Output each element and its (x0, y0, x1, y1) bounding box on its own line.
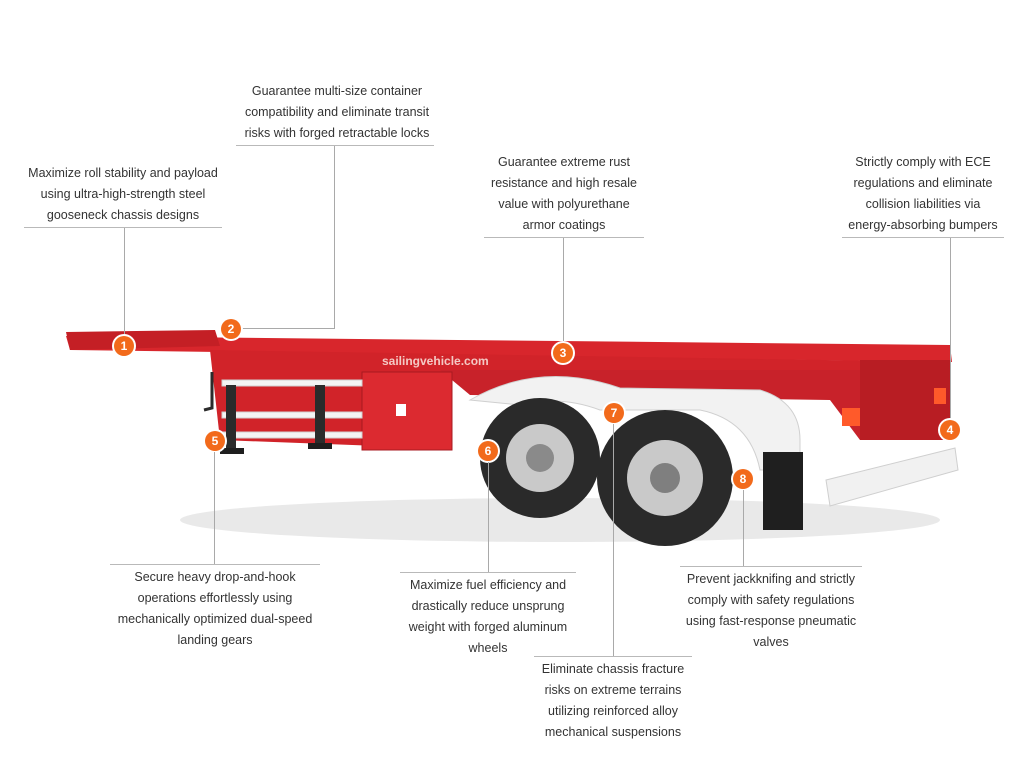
landing-gear-leg-left (226, 385, 236, 450)
callout-7-text: Eliminate chassis fracture risks on extr… (530, 659, 696, 743)
landing-gear-foot-left (220, 448, 244, 454)
landing-gear-foot-right (308, 443, 332, 449)
hub-front (526, 444, 554, 472)
hub-rear (650, 463, 680, 493)
callout-4-text: Strictly comply with ECE regulations and… (842, 152, 1004, 236)
callout-5-text: Secure heavy drop-and-hook operations ef… (108, 567, 322, 651)
callout-line: drastically reduce unsprung (411, 599, 565, 613)
callout-line: Maximize roll stability and payload (28, 166, 218, 180)
side-guard-top (221, 379, 363, 387)
callout-line: landing gears (177, 633, 253, 647)
callout-line: Prevent jackknifing and strictly (686, 572, 856, 586)
callout-line: Eliminate chassis fracture (541, 662, 685, 676)
callout-line: wheels (468, 641, 508, 655)
callout-1-rule (24, 227, 222, 228)
callout-line: Secure heavy drop-and-hook (134, 570, 296, 584)
toolbox-latch (396, 404, 406, 416)
callout-2-text: Guarantee multi-size container compatibi… (236, 81, 438, 144)
callout-8-rule (680, 566, 862, 567)
callout-8-text: Prevent jackknifing and strictly comply … (678, 569, 864, 653)
ground-shadow (180, 498, 940, 542)
callout-1-marker: 1 (114, 336, 134, 356)
callout-5-leader (214, 452, 215, 564)
callout-line: using fast-response pneumatic (685, 614, 857, 628)
callout-line: weight with forged aluminum (408, 620, 568, 634)
callout-4-leader (950, 238, 951, 420)
callout-line: risks with forged retractable locks (244, 126, 430, 140)
callout-1-text: Maximize roll stability and payload usin… (22, 163, 224, 226)
tail-light-left (842, 408, 860, 426)
callout-line: mechanically optimized dual-speed (117, 612, 313, 626)
callout-line: value with polyurethane (498, 197, 630, 211)
callout-5-rule (110, 564, 320, 565)
callout-6-text: Maximize fuel efficiency and drastically… (398, 575, 578, 659)
callout-8-marker: 8 (733, 469, 753, 489)
callout-line: using ultra-high-strength steel (40, 187, 206, 201)
top-rail (66, 336, 952, 362)
callout-6-leader (488, 462, 489, 572)
callout-4-rule (842, 237, 1004, 238)
callout-2-leader (334, 146, 335, 328)
callout-3-marker: 3 (553, 343, 573, 363)
callout-3-rule (484, 237, 644, 238)
callout-2-leader-horizontal (240, 328, 335, 329)
callout-8-leader (743, 490, 744, 566)
gooseneck-front (66, 330, 220, 350)
callout-7-rule (534, 656, 692, 657)
callout-line: resistance and high resale (491, 176, 637, 190)
mudflap (763, 452, 803, 530)
landing-gear-crank (203, 372, 214, 412)
callout-line: compatibility and eliminate transit (244, 105, 430, 119)
callout-7-leader (613, 424, 614, 656)
callout-line: Guarantee extreme rust (497, 155, 630, 169)
callout-7-marker: 7 (604, 403, 624, 423)
callout-3-text: Guarantee extreme rust resistance and hi… (484, 152, 644, 236)
callout-line: valves (753, 635, 789, 649)
tail-light-right (934, 388, 946, 404)
callout-line: energy-absorbing bumpers (848, 218, 998, 232)
callout-line: Maximize fuel efficiency and (409, 578, 567, 592)
callout-line: utilizing reinforced alloy (548, 704, 678, 718)
callout-3-leader (563, 238, 564, 342)
side-guard-bottom (221, 431, 363, 439)
callout-line: collision liabilities via (865, 197, 981, 211)
callout-line: comply with safety regulations (687, 593, 855, 607)
landing-gear-leg-right (315, 385, 325, 445)
rear-bumper (825, 447, 959, 507)
callout-line: operations effortlessly using (137, 591, 293, 605)
callout-2-rule (236, 145, 434, 146)
brand-watermark: sailingvehicle.com (382, 354, 489, 368)
callout-2-marker: 2 (221, 319, 241, 339)
callout-line: Guarantee multi-size container (251, 84, 423, 98)
callout-line: Strictly comply with ECE (855, 155, 991, 169)
callout-6-rule (400, 572, 576, 573)
callout-line: mechanical suspensions (544, 725, 682, 739)
callout-line: gooseneck chassis designs (46, 208, 200, 222)
callout-6-marker: 6 (478, 441, 498, 461)
callout-line: regulations and eliminate (853, 176, 993, 190)
side-guard-middle (221, 411, 363, 419)
callout-4-marker: 4 (940, 420, 960, 440)
callout-1-leader (124, 228, 125, 334)
toolbox (361, 371, 453, 451)
callout-line: risks on extreme terrains (544, 683, 682, 697)
callout-5-marker: 5 (205, 431, 225, 451)
callout-line: armor coatings (522, 218, 606, 232)
